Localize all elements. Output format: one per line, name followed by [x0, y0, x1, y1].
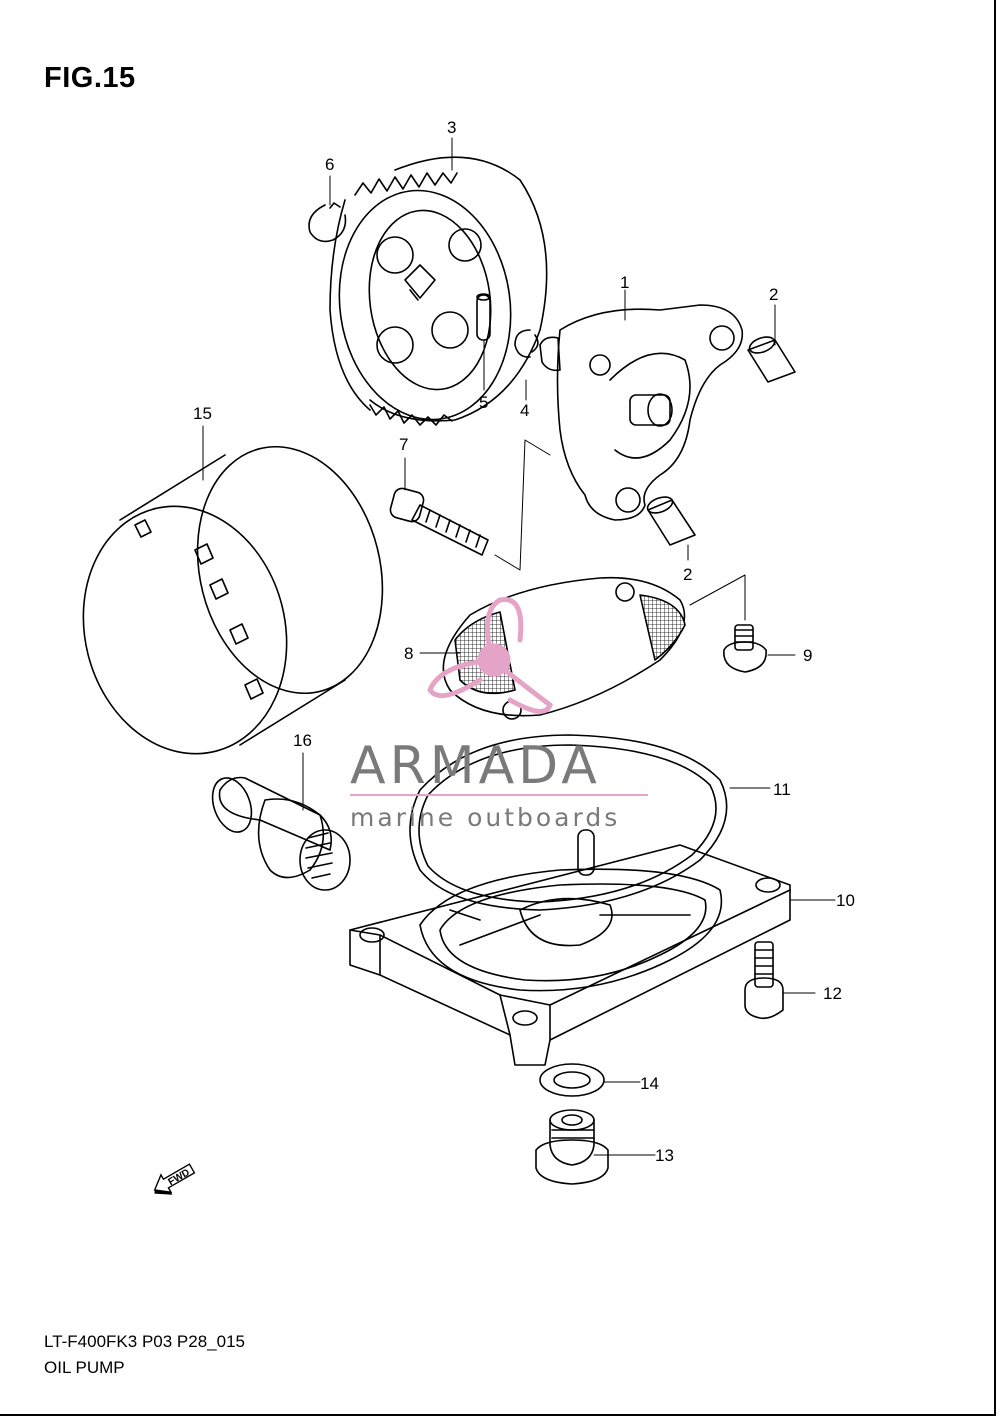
assembly-line-7: [494, 439, 551, 571]
screw-part-9: [723, 624, 767, 673]
callout-2-lower: 2: [683, 565, 692, 584]
model-code: LT-F400FK3 P03 P28_015: [44, 1332, 245, 1351]
watermark-tagline: marine outboards: [350, 803, 620, 832]
driven-gear-part-3: [329, 156, 548, 426]
callout-labels: 1 2 2 3 4 5 6 7 8 9 10 11 12 13 14 15 16: [193, 118, 855, 1165]
callout-8: 8: [404, 644, 413, 663]
callout-3: 3: [447, 118, 456, 137]
dowel-pin-part-2-lower: [646, 496, 696, 546]
figure-title: FIG.15: [44, 62, 136, 94]
callout-15: 15: [193, 404, 212, 423]
callout-7: 7: [399, 435, 408, 454]
armada-watermark: ARMADA marine outboards: [350, 597, 648, 832]
circlip-part-6: [308, 202, 347, 243]
callout-9: 9: [803, 646, 812, 665]
callout-5: 5: [479, 393, 488, 412]
assembly-line-9: [689, 574, 746, 621]
watermark-brand: ARMADA: [350, 736, 601, 796]
bolt-part-7: [389, 487, 489, 556]
oil-strainer-part-8: [442, 576, 686, 720]
callout-1: 1: [620, 273, 629, 292]
callout-12: 12: [823, 984, 842, 1003]
oil-pump-body-part-1: [539, 304, 744, 521]
drain-plug-part-13: [535, 1109, 609, 1185]
bolt-part-12: [744, 941, 784, 1020]
callout-16: 16: [293, 731, 312, 750]
oil-pan-part-10: [349, 829, 791, 1066]
leader-lines: [202, 137, 836, 1156]
callout-14: 14: [640, 1074, 659, 1093]
callout-6: 6: [325, 155, 334, 174]
callout-2-upper: 2: [769, 285, 778, 304]
propeller-logo-icon: [427, 597, 553, 714]
washer-part-14: [539, 1063, 605, 1097]
o-ring-part-11: [409, 734, 728, 911]
section-name: OIL PUMP: [44, 1358, 125, 1377]
dowel-pin-part-2-upper: [747, 336, 796, 383]
callout-4: 4: [520, 401, 529, 420]
circlip-part-4: [514, 329, 539, 358]
callout-13: 13: [655, 1146, 674, 1165]
oil-pressure-switch-part-16: [211, 776, 351, 891]
callout-11: 11: [773, 780, 791, 799]
fwd-direction-marker: FWD: [153, 1163, 196, 1195]
fwd-label: FWD: [167, 1167, 192, 1188]
callout-10: 10: [836, 891, 855, 910]
oil-filter-part-15: [82, 445, 384, 755]
